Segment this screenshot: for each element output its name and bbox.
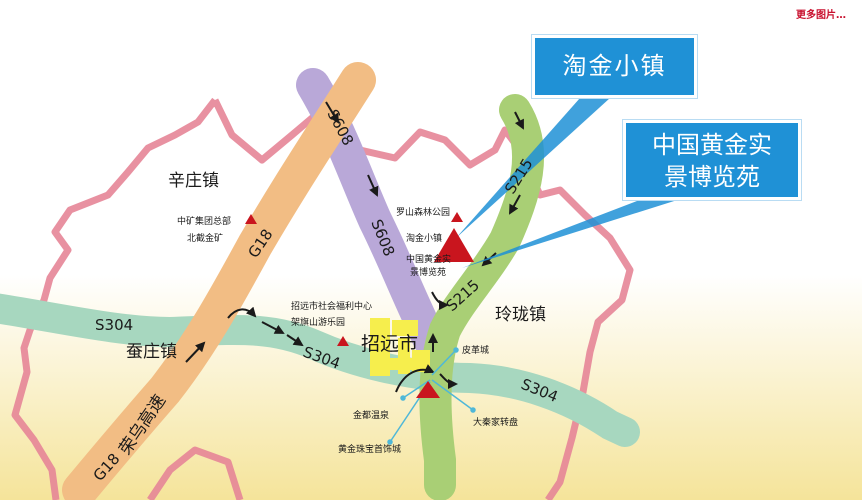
road-g18 (62, 62, 376, 500)
callout-pointer-museum (462, 196, 690, 268)
callout-taojin-text: 淘金小镇 (562, 52, 667, 80)
road-label-s304-west: S304 (95, 316, 133, 334)
callout-pointer-taojin (456, 98, 610, 238)
poi-label-pige: 皮革城 (462, 344, 489, 356)
road-s304 (0, 293, 640, 447)
poi-label-gold-museum-line2: 景博览苑 (410, 266, 446, 278)
callout-gold-museum: 中国黄金实 景博览苑 (623, 120, 801, 200)
poi-label-welfare: 招远市社会福利中心 (291, 300, 372, 312)
poi-label-jindu: 金都温泉 (353, 409, 389, 421)
town-label-xinzhuang: 辛庄镇 (168, 171, 219, 191)
town-label-canzhuang: 蚕庄镇 (126, 342, 177, 362)
poi-label-gold-museum-line1: 中国黄金实 (406, 253, 451, 265)
poi-label-daqin: 大秦家转盘 (473, 416, 518, 428)
callout-taojin-town: 淘金小镇 (532, 35, 697, 98)
poi-label-luoshan: 罗山森林公园 (396, 206, 450, 218)
landmark-triangle-large (434, 228, 474, 262)
callout-gold-museum-line2: 景博览苑 (664, 163, 760, 191)
poi-label-beijie: 北截金矿 (187, 232, 223, 244)
poi-label-taojin: 淘金小镇 (406, 232, 442, 244)
town-label-linglong: 玲珑镇 (495, 305, 546, 325)
more-images-link[interactable]: 更多图片… (796, 10, 846, 21)
poi-label-jewelry: 黄金珠宝首饰城 (338, 443, 401, 455)
poi-markers (245, 212, 463, 346)
poi-label-jiaqi: 架旗山游乐园 (291, 316, 345, 328)
callout-gold-museum-line1: 中国黄金实 (652, 131, 772, 159)
poi-label-zhongkuang: 中矿集团总部 (177, 215, 231, 227)
town-label-zhaoyuan: 招远市 (361, 333, 418, 355)
landmark-triangle-city (416, 381, 440, 398)
